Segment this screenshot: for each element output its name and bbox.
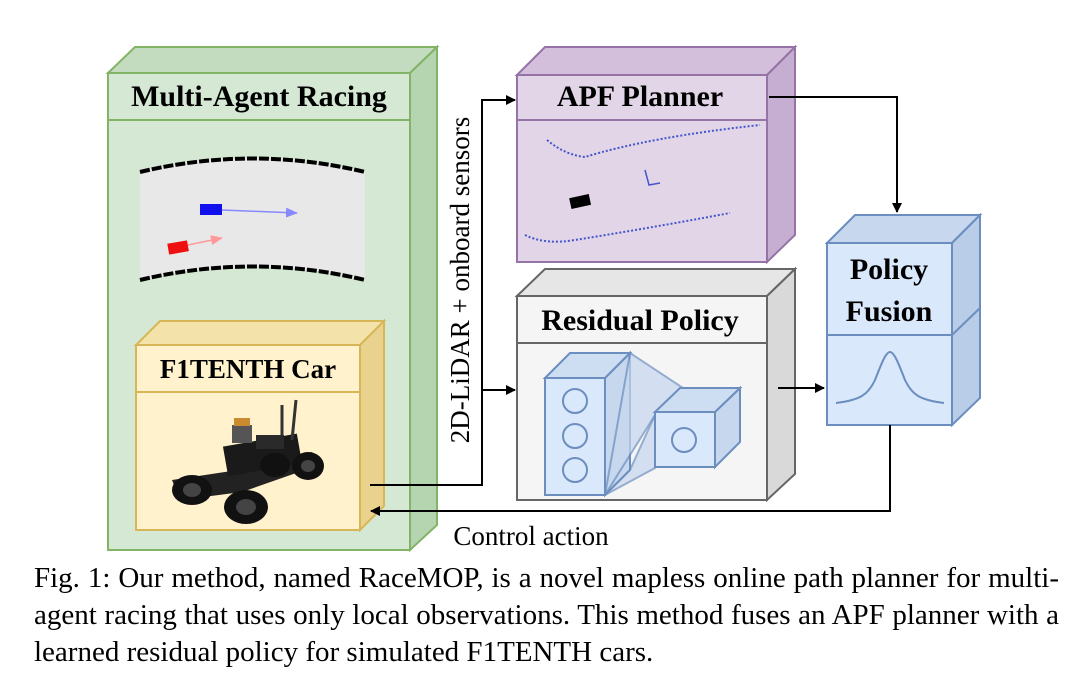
f1tenth-car-image: [172, 399, 324, 524]
neural-network-icon: [542, 350, 743, 498]
apf-planner-title: APF Planner: [557, 80, 723, 113]
ego-agent-icon: [200, 204, 222, 215]
policy-fusion-title-line2: Fusion: [846, 295, 933, 328]
racemop-diagram: Multi-Agent Racing F1TENTH Car: [105, 44, 983, 553]
gaussian-curve-icon: [835, 350, 945, 404]
f1tenth-car-block: F1TENTH Car: [133, 318, 387, 533]
opponent-agent-icon: [167, 240, 189, 255]
multi-agent-racing-title: Multi-Agent Racing: [131, 80, 387, 113]
apf-to-fusion-arrow: [769, 96, 902, 213]
policy-fusion-block: Policy Fusion: [824, 212, 983, 428]
control-action-label: Control action: [453, 521, 609, 551]
figure-caption: Fig. 1: Our method, named RaceMOP, is a …: [34, 562, 1059, 668]
control-action-arrow: [370, 425, 891, 516]
residual-policy-block: Residual Policy: [514, 266, 798, 503]
apf-planner-block: APF Planner: [514, 44, 798, 265]
residual-policy-title: Residual Policy: [541, 304, 739, 337]
sensor-edge-label: 2D-LiDAR + onboard sensors: [445, 117, 475, 443]
ego-car-icon: [569, 194, 592, 209]
sensor-arrows: [370, 95, 516, 486]
sensor-to-apf-arrow: [370, 95, 516, 486]
lidar-scan-image: [524, 124, 761, 243]
policy-fusion-title-line1: Policy: [850, 253, 928, 286]
race-track-image: [139, 156, 366, 282]
f1tenth-car-title: F1TENTH Car: [160, 354, 336, 384]
